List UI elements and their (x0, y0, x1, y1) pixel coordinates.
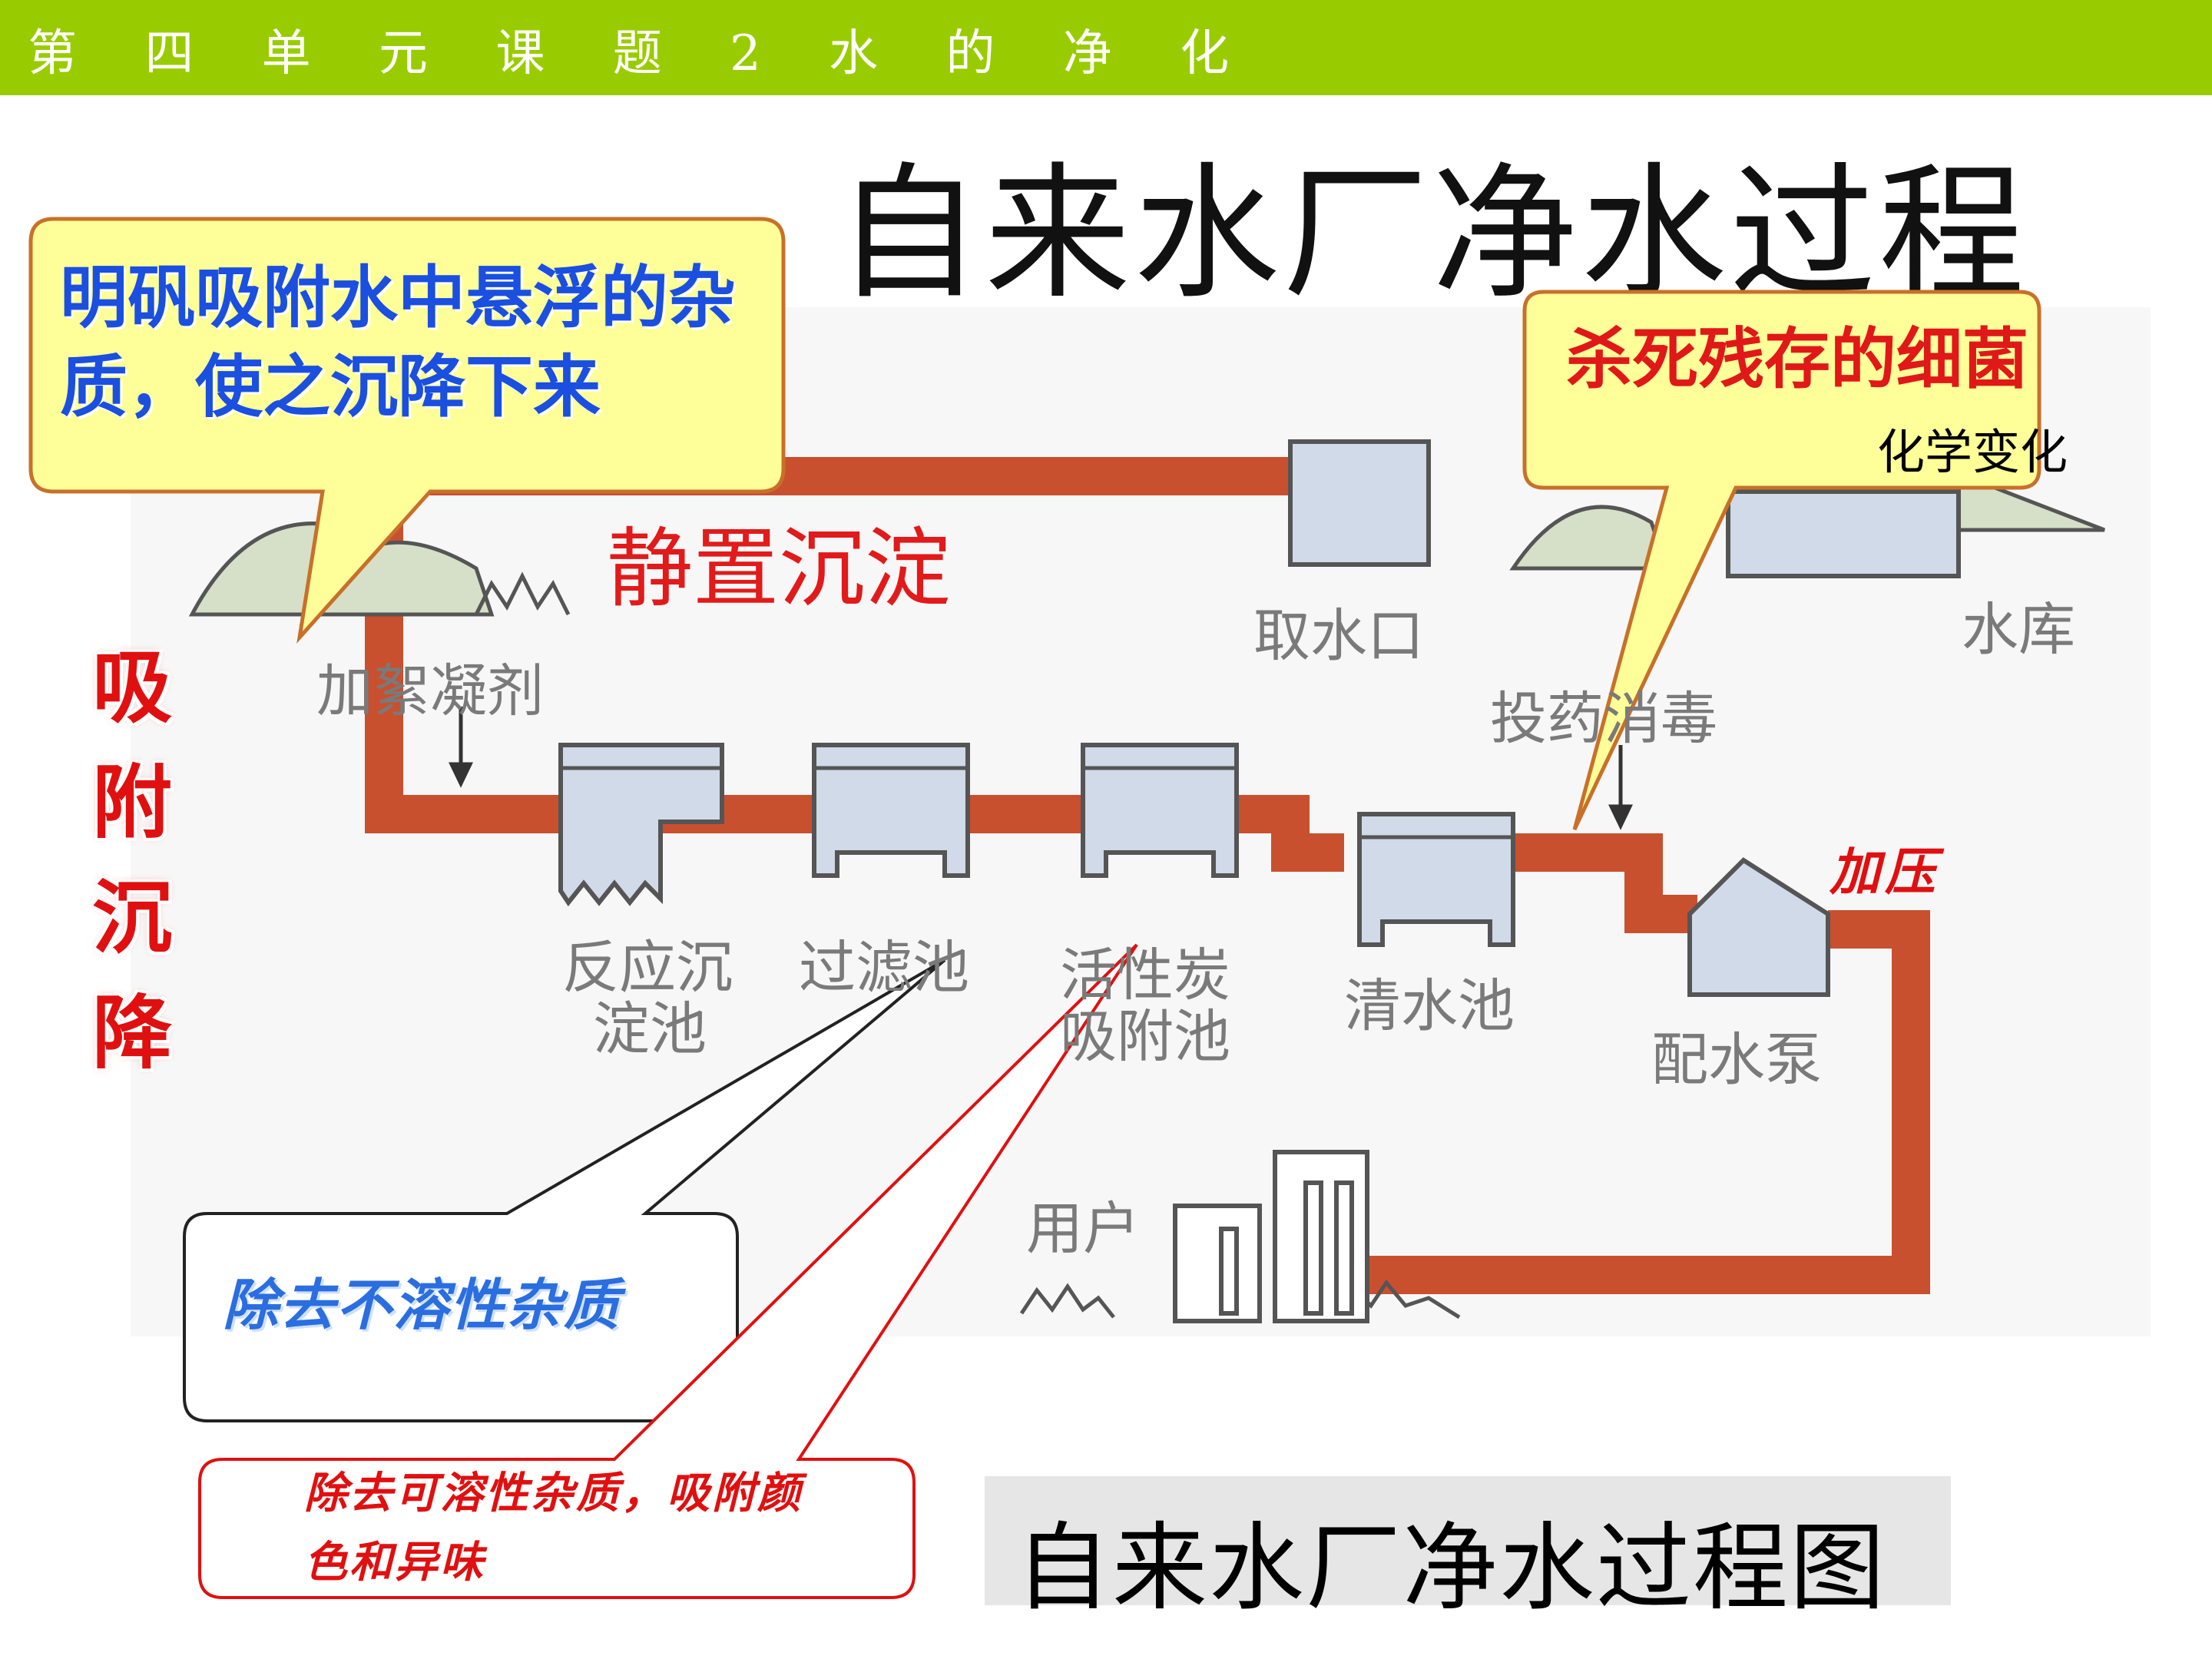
pipe-right (1505, 833, 1697, 933)
chemical-change-note: 化学变化 (1877, 424, 2068, 480)
caption-background (985, 1476, 1951, 1605)
label-pump: 配水泵 (1651, 1027, 1822, 1093)
unit-title: 第 四 单 元 课 题 2 水 的 净 化 (28, 25, 1256, 82)
header-bar: 第 四 单 元 课 题 2 水 的 净 化 (0, 0, 2212, 95)
label-carbon-tank-2: 吸附池 (1060, 1004, 1230, 1070)
filter-tank (812, 743, 970, 878)
pipe-return (1359, 910, 1930, 1294)
dosing-arrows (449, 707, 1633, 830)
bacteria-callout-shape (1522, 290, 2041, 831)
bacteria-callout-text: 杀死残存的细菌 (1566, 321, 2028, 398)
reservoir-water (1726, 489, 1961, 578)
label-disinfect: 投药消毒 (1490, 686, 1717, 752)
label-users: 用户 (1026, 1196, 1140, 1262)
label-flocculant: 加絮凝剂 (316, 658, 544, 724)
reaction-tank (558, 743, 724, 907)
soluble-callout-shape (198, 943, 1138, 1599)
pump-house (1687, 857, 1830, 997)
annotation-adsorb-settle: 吸附沉降 (92, 641, 173, 1080)
label-reservoir: 水库 (1962, 597, 2075, 663)
annotation-settling: 静置沉淀 (607, 519, 951, 619)
hill-right-1 (1509, 505, 1670, 571)
carbon-tank (1081, 743, 1239, 878)
alum-callout-shape (28, 217, 786, 644)
soluble-callout-text: 除去可溶性杂质，吸附颜色和异味 (304, 1469, 803, 1588)
pipe-main (691, 795, 1344, 872)
pressurize-note: 加压 (1830, 843, 1940, 902)
clear-tank (1357, 812, 1515, 947)
diagram-caption: 自来水厂净水过程图 (1015, 1513, 1887, 1624)
label-intake: 取水口 (1253, 603, 1424, 669)
label-reaction-tank-1: 反应沉 (562, 935, 733, 1001)
label-carbon-tank-1: 活性炭 (1060, 942, 1230, 1008)
intake-box (1288, 439, 1431, 567)
insoluble-callout-text: 除去不溶性杂质 (223, 1273, 621, 1337)
label-reaction-tank-2: 淀池 (593, 996, 707, 1062)
alum-callout-text: 明矾吸附水中悬浮的杂质，使之沉降下来 (60, 258, 737, 426)
label-clear-tank: 清水池 (1344, 973, 1515, 1039)
user-buildings (1173, 1150, 1369, 1323)
label-filter-tank: 过滤池 (799, 935, 969, 1001)
